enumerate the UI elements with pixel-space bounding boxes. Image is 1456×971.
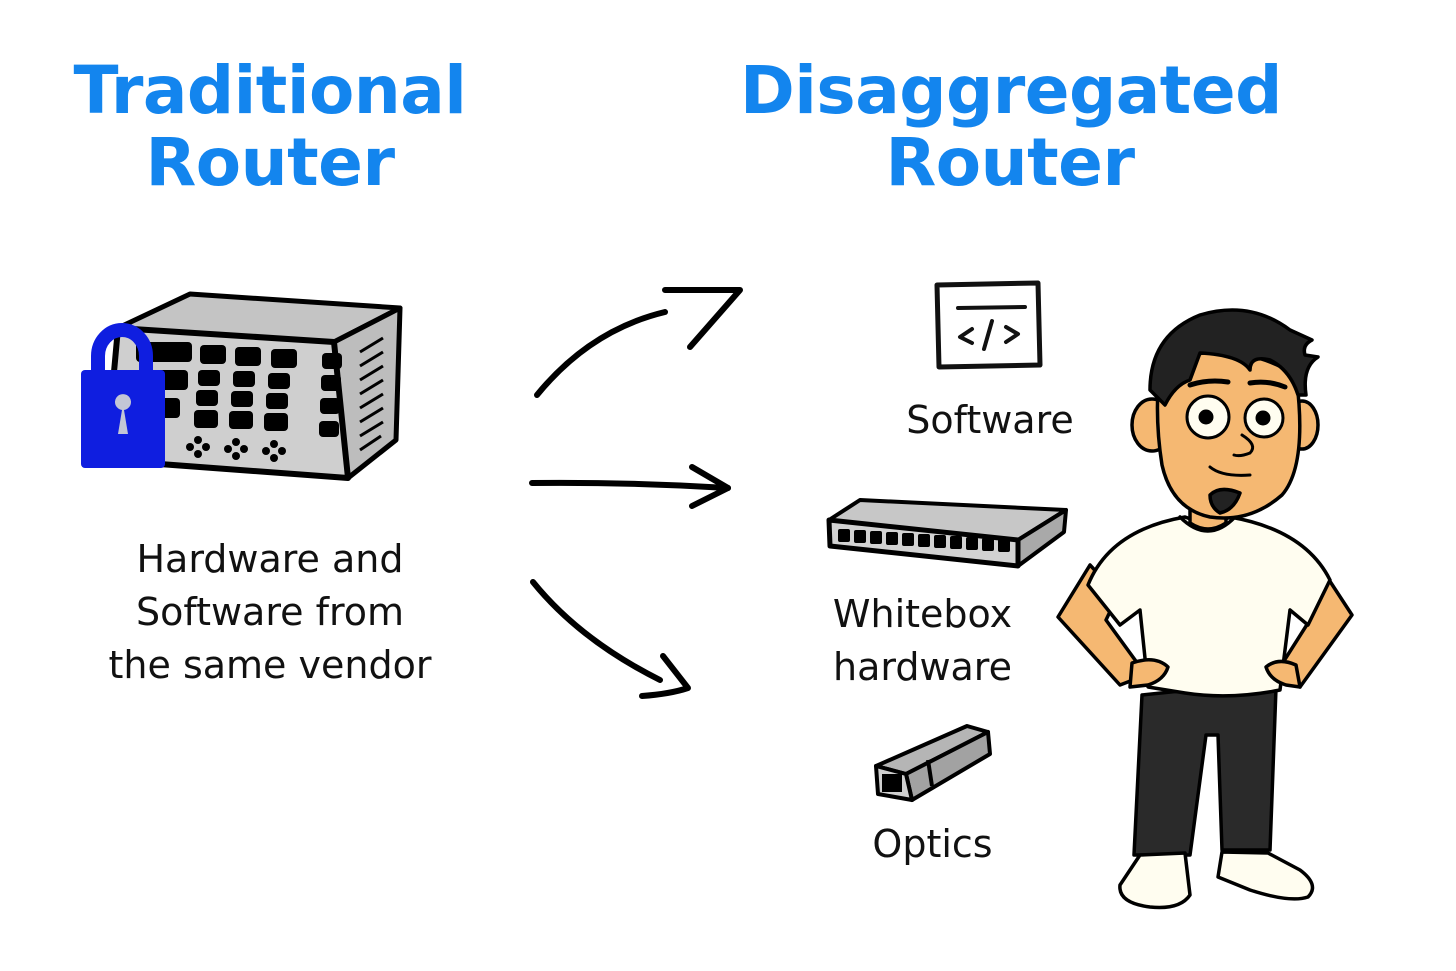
title-line: Router	[885, 124, 1135, 201]
caption-line: Software from	[135, 590, 405, 634]
goatee	[1208, 487, 1242, 515]
code-window-icon	[934, 280, 1043, 370]
arrow-up-right-icon	[534, 287, 743, 398]
optics-label: Optics	[840, 818, 1025, 871]
component-label: Whitebox	[832, 592, 1013, 636]
left-eyebrow	[1187, 378, 1231, 388]
nose	[1232, 433, 1255, 458]
arrow-right-icon	[529, 464, 731, 509]
locked-router-icon	[81, 291, 403, 481]
left-hand	[1128, 658, 1170, 689]
caption-line: the same vendor	[108, 643, 432, 687]
mouth	[1208, 465, 1252, 477]
padlock-icon	[81, 323, 165, 468]
traditional-router-caption: Hardware and Software from the same vend…	[70, 533, 470, 692]
component-label: Software	[906, 398, 1074, 442]
component-label: hardware	[833, 645, 1012, 689]
hair	[1148, 308, 1320, 407]
network-switch-icon	[826, 498, 1068, 569]
router-device-icon	[103, 291, 403, 481]
eyes	[1185, 394, 1285, 440]
right-hand	[1264, 659, 1302, 689]
arrow-down-right-icon	[530, 579, 691, 699]
optical-transceiver-icon	[874, 724, 992, 802]
arrows-group	[529, 287, 743, 699]
title-line: Traditional	[73, 52, 467, 129]
traditional-router-title: Traditional Router	[60, 55, 480, 199]
right-eyebrow	[1247, 379, 1288, 390]
component-label: Optics	[872, 822, 993, 866]
engineer-character-illustration	[1056, 308, 1354, 910]
title-line: Router	[145, 124, 395, 201]
software-label: Software	[880, 394, 1100, 447]
disaggregated-router-title: Disaggregated Router	[740, 52, 1282, 201]
left-shoe	[1118, 851, 1192, 910]
whitebox-hardware-label: Whitebox hardware	[800, 588, 1045, 694]
caption-line: Hardware and	[136, 537, 404, 581]
right-shoe	[1216, 850, 1315, 901]
pants	[1132, 686, 1278, 857]
title-line: Disaggregated	[740, 52, 1282, 129]
